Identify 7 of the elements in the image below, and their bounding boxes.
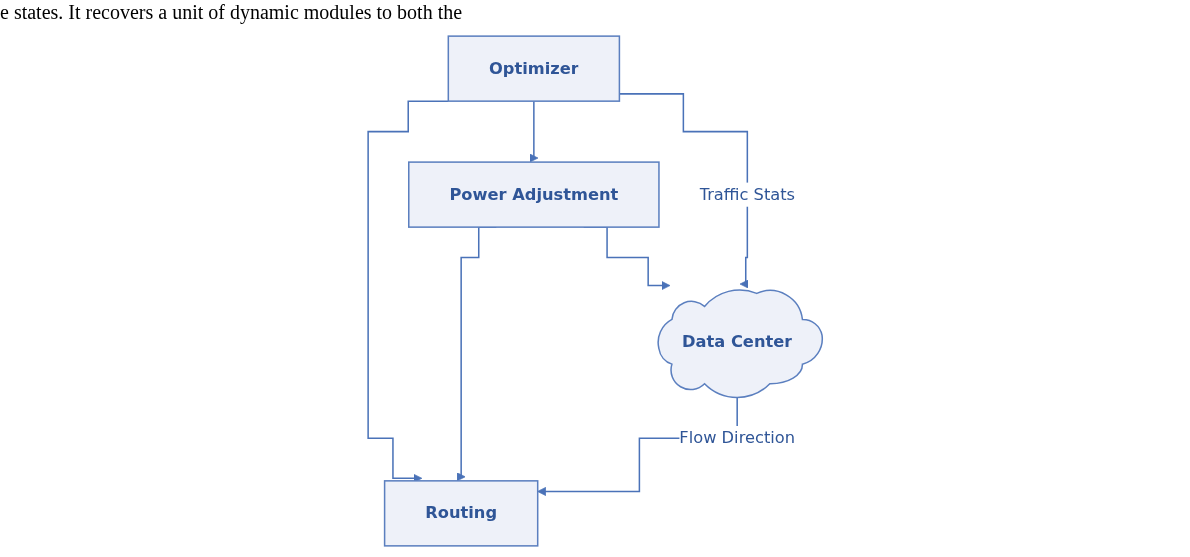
arrow — [529, 100, 539, 163]
node-box: Power Adjustment — [407, 161, 660, 228]
node-box: Routing — [383, 480, 539, 547]
edge-label: Traffic Stats — [699, 184, 795, 204]
node-box: Optimizer — [447, 35, 620, 102]
body-text: e states. It recovers a unit of dynamic modules to both the — [0, 0, 463, 24]
edge-label: Flow Direction — [679, 428, 795, 448]
